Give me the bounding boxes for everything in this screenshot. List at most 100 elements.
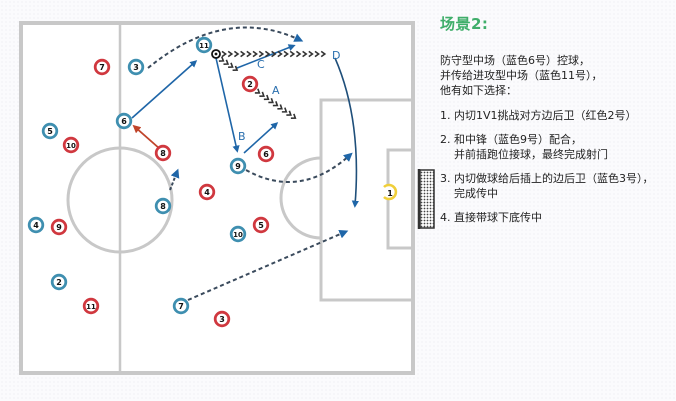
red-player-marker	[154, 144, 172, 162]
blue-player-3: 3	[127, 58, 145, 76]
chevron-icon	[252, 50, 258, 58]
chevron-icon	[289, 50, 296, 58]
scenario-title: 场景2:	[440, 15, 489, 33]
chevron-icon	[290, 113, 297, 119]
player-number: 9	[235, 162, 241, 171]
players-layer: 3 11 6 5 8 4 9 10 2 7 7 2 10 8 6 4 9 5 11 3	[27, 36, 275, 328]
option-line: 4. 直接带球下底传中	[440, 211, 542, 224]
pass-arrow-6-to-11	[131, 60, 198, 119]
pass-arrow-B	[215, 57, 240, 153]
chevron-icon	[277, 104, 283, 110]
red-player-7: 7	[93, 58, 111, 76]
player-number: 4	[33, 221, 39, 230]
player-number: 6	[121, 117, 127, 126]
player-number: 2	[247, 80, 253, 89]
option-4: 4. 直接带球下底传中	[440, 210, 676, 225]
player-number: 7	[99, 63, 105, 72]
blue-player-11: 11	[195, 36, 213, 54]
red-player-marker	[93, 58, 111, 76]
run-arrow-blue-8	[169, 168, 180, 191]
red-player-9: 9	[50, 218, 68, 236]
blue-player-marker	[115, 112, 133, 130]
scenario-intro: 防守型中场（蓝色6号）控球， 并传给进攻型中场（蓝色11号）， 他有如下选择：	[440, 53, 676, 98]
dribble-paths	[218, 50, 327, 119]
chevron-icon	[263, 94, 270, 101]
option-line: 3. 内切做球给后插上的边后卫（蓝色3号），	[440, 172, 654, 185]
red-player-4: 4	[198, 183, 216, 201]
goalkeeper-marker	[383, 183, 398, 201]
player-number: 5	[47, 127, 53, 136]
run-arrow-blue-7	[187, 230, 349, 301]
red-player-3: 3	[213, 310, 231, 328]
player-number: 7	[178, 302, 184, 311]
player-number: 11	[86, 303, 96, 311]
blue-player-marker	[229, 157, 247, 175]
player-number: 2	[56, 278, 62, 287]
movement-arrows	[131, 26, 359, 301]
red-player-marker	[257, 145, 275, 163]
chevron-icon	[232, 65, 239, 72]
blue-player-7: 7	[172, 297, 190, 315]
red-player-11: 11	[82, 297, 100, 315]
blue-player-marker	[195, 36, 213, 54]
option-1: 1. 内切1V1挑战对方边后卫（红色2号）	[440, 108, 676, 123]
blue-player-marker	[41, 122, 59, 140]
chevron-icon	[227, 50, 234, 58]
chevron-icon	[246, 50, 252, 58]
goalkeeper-number: 1	[387, 189, 393, 198]
player-number: 3	[133, 63, 139, 72]
chevron-icon	[233, 50, 240, 58]
blue-player-10: 10	[229, 225, 247, 243]
goal-net	[419, 169, 435, 229]
chevron-icon	[223, 59, 230, 65]
blue-player-9: 9	[229, 157, 247, 175]
player-number: 3	[219, 315, 225, 324]
chevron-icon	[268, 97, 274, 104]
chevron-icon	[272, 101, 279, 107]
red-player-6: 6	[257, 145, 275, 163]
center-circle	[66, 146, 174, 254]
blue-player-marker	[229, 225, 247, 243]
chevron-icon	[308, 50, 314, 58]
chevron-icon	[264, 50, 271, 58]
route-label-b: B	[238, 130, 246, 143]
player-number: 10	[233, 231, 243, 239]
player-number: 5	[258, 221, 264, 230]
route-label-d: D	[332, 49, 340, 62]
forward-run-arrow	[245, 152, 353, 183]
chevron-icon	[240, 50, 246, 58]
blue-player-4: 4	[27, 216, 45, 234]
chevron-icon	[271, 50, 277, 58]
option-3: 3. 内切做球给后插上的边后卫（蓝色3号）， 完成传中	[440, 171, 676, 201]
chevron-icon	[286, 110, 292, 116]
red-player-marker	[252, 216, 270, 234]
blue-player-marker	[27, 216, 45, 234]
overlap-run-arrow	[147, 26, 304, 69]
player-number: 11	[199, 42, 209, 50]
route-label-a: A	[272, 84, 280, 97]
player-number: 10	[66, 142, 76, 150]
player-number: 8	[160, 149, 166, 158]
intro-line: 防守型中场（蓝色6号）控球，	[440, 54, 590, 67]
red-player-marker	[82, 297, 100, 315]
scenario-panel: 场景2: 防守型中场（蓝色6号）控球， 并传给进攻型中场（蓝色11号）， 他有如…	[440, 14, 676, 234]
return-pass-arrow	[243, 122, 279, 154]
cross-arrow-D	[334, 57, 359, 208]
penalty-arc	[279, 156, 322, 240]
red-player-10: 10	[62, 136, 80, 154]
player-number: 4	[204, 188, 210, 197]
chevron-icon	[277, 50, 283, 58]
option-line: 1. 内切1V1挑战对方边后卫（红色2号）	[440, 109, 637, 122]
blue-player-8: 8	[154, 197, 172, 215]
chevron-icon	[314, 50, 320, 58]
option-2: 2. 和中锋（蓝色9号）配合， 并前插跑位接球，最终完成射门	[440, 132, 676, 162]
red-player-marker	[198, 183, 216, 201]
option-line: 完成传中	[454, 187, 498, 200]
red-player-2: 2	[241, 75, 259, 93]
red-player-5: 5	[252, 216, 270, 234]
blue-player-2: 2	[50, 273, 68, 291]
red-player-marker	[50, 218, 68, 236]
chevron-icon	[258, 50, 265, 58]
red-player-marker	[62, 136, 80, 154]
